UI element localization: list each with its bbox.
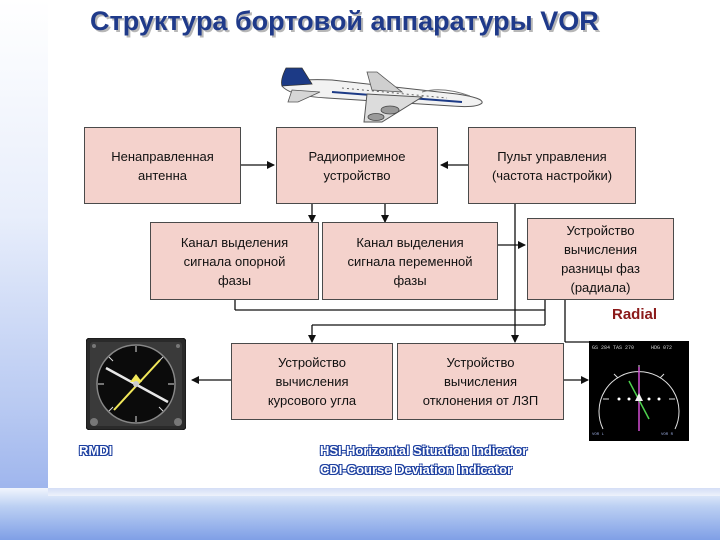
svg-text:HDG 072: HDG 072 [651,345,672,351]
box-deviation-unit: Устройство вычисления отклонения от ЛЗП [397,343,564,420]
box-omnidirectional-antenna: Ненаправленная антенна [84,127,241,204]
box-variable-phase-channel: Канал выделения сигнала переменной фазы [322,222,498,300]
svg-text:VOR R: VOR R [661,433,674,437]
airplane-icon [281,67,483,123]
box-reference-phase-channel: Канал выделения сигнала опорной фазы [150,222,319,300]
radial-label: Radial [612,306,658,323]
rmdi-instrument-icon [86,338,186,430]
hsi-label: HSI-Horizontal Situation Indicator [320,443,528,458]
svg-text:GS 284 TAS 270: GS 284 TAS 270 [592,345,634,351]
bottom-decor-band [0,488,720,540]
box-control-panel: Пульт управления (частота настройки) [468,127,636,204]
box-course-angle-unit: Устройство вычисления курсового угла [231,343,393,420]
box-phase-difference-unit: Устройство вычисления разницы фаз (радиа… [527,218,674,300]
page-title: Структура бортовой аппаратуры VOR [90,6,599,36]
left-decor-band [0,0,48,540]
box-radio-receiver: Радиоприемное устройство [276,127,438,204]
cdi-label: CDI-Course Deviation Indicator [320,462,513,477]
hsi-instrument-icon: GS 284 TAS 270 HDG 072 VOR L VOR R [589,341,689,441]
svg-text:VOR L: VOR L [592,433,605,437]
rmdi-label: RMDI [79,443,113,458]
